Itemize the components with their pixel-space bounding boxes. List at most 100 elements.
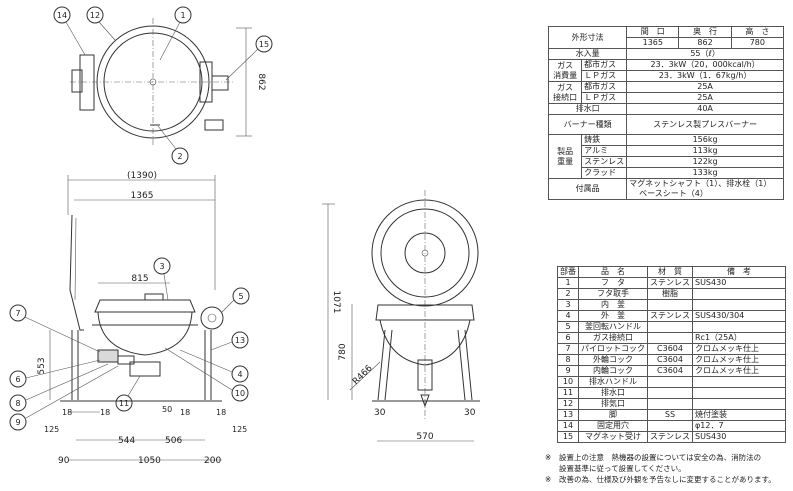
parts-cell-remark: φ12．7 [692, 420, 786, 432]
callout-12: 12 [86, 6, 116, 41]
dim-30-left: 30 [374, 408, 386, 418]
spec-col-depth: 奥 行 [678, 26, 732, 38]
callout-1: 1 [159, 6, 192, 61]
callout-5: 5 [221, 287, 250, 313]
spec-val-height: 780 [730, 37, 785, 49]
spec-row-burner: バーナー種類 ステンレス製プレスバーナー [547, 114, 784, 135]
parts-cell-remark: クロムメッキ仕上 [692, 365, 786, 377]
spec-acc-line1: マグネットシャフト（1）、排水栓（1） [629, 179, 772, 189]
spec-w-alu-val: 113kg [626, 145, 784, 157]
parts-cell-name: 内輪コック [578, 365, 648, 377]
parts-cell-name: パイロットコック [578, 343, 648, 355]
parts-cell-name: 内 釜 [578, 299, 648, 311]
dim-50: 50 [162, 405, 172, 414]
spec-col-height: 高 さ [730, 26, 785, 38]
svg-text:15: 15 [259, 40, 269, 49]
spec-row-consume-lp: ＬＰガス 23．3kW（1．67kg/h） [549, 70, 784, 82]
parts-h-remarks: 備 考 [692, 266, 786, 278]
spec-row-w-iron: 製品 重量 鋳鉄 156kg [547, 134, 784, 179]
parts-h-material: 材 質 [647, 266, 693, 278]
parts-cell-material: 樹脂 [647, 288, 693, 300]
callout-9: 9 [9, 365, 119, 431]
dim-1390: (1390) [127, 171, 157, 181]
parts-cell-no: 2 [557, 288, 579, 300]
dim-18a: 18 [62, 408, 72, 417]
parts-cell-material: ステンレス [647, 310, 693, 322]
parts-cell-remark: SUS430 [692, 277, 786, 289]
parts-cell-material [647, 376, 693, 388]
spec-row-w-alu: アルミ 113kg [549, 145, 784, 157]
parts-cell-name: 固定用穴 [578, 420, 648, 432]
spec-row-conn-lp: ＬＰガス 25A [549, 92, 784, 104]
dim-1050: 1050 [138, 456, 161, 466]
svg-text:13: 13 [235, 336, 245, 345]
spec-row-conn-city: ガス 接続口 都市ガス 25A [547, 81, 784, 104]
technical-drawing: 862 14 12 1 15 2 (1390) 1365 [9, 6, 480, 466]
parts-cell-remark: 焼付塗装 [692, 409, 786, 421]
spec-row-w-ss: ステンレス 122kg [549, 156, 784, 168]
svg-text:5: 5 [238, 292, 243, 301]
note-mark [545, 463, 559, 474]
parts-cell-no: 9 [557, 365, 579, 377]
svg-text:3: 3 [159, 262, 164, 271]
top-view: 862 [70, 18, 266, 146]
parts-h-no: 部番 [557, 266, 579, 278]
parts-cell-name: 外 釜 [578, 310, 648, 322]
parts-cell-no: 13 [557, 409, 579, 421]
spec-gas-conn-label: ガス 接続口 [547, 81, 583, 104]
parts-cell-remark [692, 288, 786, 300]
parts-cell-no: 15 [557, 431, 579, 443]
parts-cell-material: C3604 [647, 365, 693, 377]
note-text: 改善の為、仕様及び外観を予告なしに変更することがあります。 [559, 475, 776, 484]
note-line: ※ 改善の為、仕様及び外観を予告なしに変更することがあります。 [545, 474, 791, 485]
parts-cell-remark [692, 299, 786, 311]
parts-cell-name: 脚 [578, 409, 648, 421]
spec-row-water: 水入量 55（ℓ） [547, 48, 784, 60]
parts-cell-no: 1 [557, 277, 579, 289]
spec-conn-lp-val: 25A [626, 92, 784, 104]
parts-cell-no: 6 [557, 332, 579, 344]
parts-cell-material: SS [647, 409, 693, 421]
parts-cell-no: 4 [557, 310, 579, 322]
dim-862: 862 [256, 73, 266, 90]
parts-cell-material [647, 332, 693, 344]
dim-780: 780 [338, 343, 348, 360]
spec-row-header: 外形寸法 間 口 奥 行 高 さ [547, 26, 785, 49]
spec-col-width: 間 口 [626, 26, 680, 38]
svg-text:11: 11 [119, 399, 129, 408]
parts-cell-remark [692, 398, 786, 410]
parts-cell-material [647, 299, 693, 311]
parts-cell-remark: Rc1（25A） [692, 332, 786, 344]
parts-cell-name: フ タ [578, 277, 648, 289]
parts-cell-name: 排水口 [578, 387, 648, 399]
dim-18b: 18 [100, 408, 110, 417]
parts-cell-name: 釜回転ハンドル [578, 321, 648, 333]
parts-cell-name: マグネット受け [578, 431, 648, 443]
spec-consume-city-val: 23．3kW（20，000kcal/h） [626, 59, 784, 71]
parts-cell-no: 7 [557, 343, 579, 355]
spec-acc-line2: ベースシート（4） [639, 189, 708, 198]
callout-3: 3 [153, 257, 171, 301]
dim-30-right: 30 [464, 408, 476, 418]
dim-544: 544 [118, 436, 135, 446]
spec-w-clad: クラッド [581, 167, 628, 179]
spec-val-width: 1365 [626, 37, 680, 49]
parts-cell-no: 8 [557, 354, 579, 366]
dim-506: 506 [165, 436, 182, 446]
spec-burner-val: ステンレス製プレスバーナー [626, 114, 784, 135]
callout-10: 10 [164, 347, 249, 402]
spec-drain-label: 排水口 [547, 103, 628, 115]
spec-row-consume-city: ガス 消費量 都市ガス 23．3kW（20，000kcal/h） [547, 59, 784, 82]
parts-cell-remark: SUS430 [692, 431, 786, 443]
parts-cell-no: 12 [557, 398, 579, 410]
parts-cell-material [647, 321, 693, 333]
svg-text:2: 2 [177, 152, 182, 161]
